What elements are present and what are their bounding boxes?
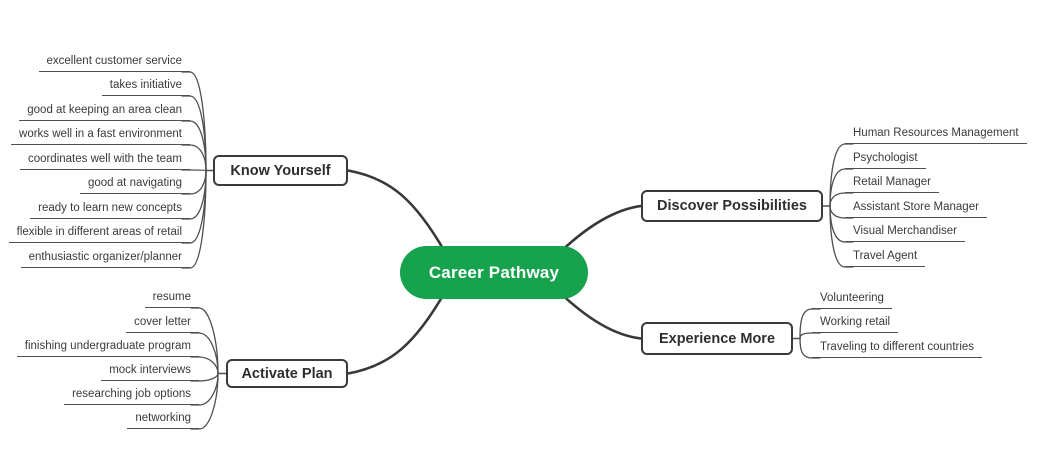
branch-node-experience-more[interactable]: Experience More [641,322,793,355]
connector-line [181,169,207,172]
connector-line [190,356,219,375]
leaf-node[interactable]: flexible in different areas of retail [8,225,190,243]
leaf-node[interactable]: Assistant Store Manager [845,200,987,218]
connector-line [799,308,821,340]
leaf-node[interactable]: mock interviews [101,363,199,381]
connector-line [799,332,821,340]
connector-line [346,290,447,375]
leaf-node[interactable]: ready to learn new concepts [30,201,190,219]
leaf-node[interactable]: good at navigating [80,176,190,194]
connector-line [829,205,854,268]
leaf-node[interactable]: takes initiative [101,78,190,96]
connector-line [190,332,219,375]
leaf-node[interactable]: excellent customer service [38,54,190,72]
leaf-node[interactable]: Traveling to different countries [812,340,983,358]
leaf-node[interactable]: Volunteering [812,291,892,309]
branch-node-activate-plan[interactable]: Activate Plan [226,359,348,388]
leaf-node[interactable]: Psychologist [845,151,926,169]
leaf-node[interactable]: works well in a fast environment [11,127,190,145]
leaf-node[interactable]: researching job options [64,387,199,405]
leaf-node[interactable]: Travel Agent [845,249,926,267]
connector-line [799,337,821,359]
leaf-node[interactable]: coordinates well with the team [19,152,190,170]
leaf-node[interactable]: Working retail [812,315,899,333]
central-topic-node[interactable]: Career Pathway [400,246,588,299]
leaf-node[interactable]: good at keeping an area clean [19,103,190,121]
connector-line [181,144,207,172]
leaf-node[interactable]: resume [144,290,199,308]
branch-node-know-yourself[interactable]: Know Yourself [213,155,348,186]
connector-line [190,372,219,430]
branch-node-discover-possibilities[interactable]: Discover Possibilities [641,190,823,222]
leaf-node[interactable]: networking [127,411,199,429]
connector-line [346,169,447,254]
leaf-node[interactable]: Human Resources Management [845,126,1027,144]
leaf-node[interactable]: finishing undergraduate program [16,339,199,357]
leaf-node[interactable]: Retail Manager [845,175,939,193]
leaf-node[interactable]: Visual Merchandiser [845,224,965,242]
connector-line [181,169,207,269]
leaf-node[interactable]: cover letter [126,315,199,333]
connector-line [829,168,854,207]
connector-line [829,192,854,207]
leaf-node[interactable]: enthusiastic organizer/planner [20,250,190,268]
